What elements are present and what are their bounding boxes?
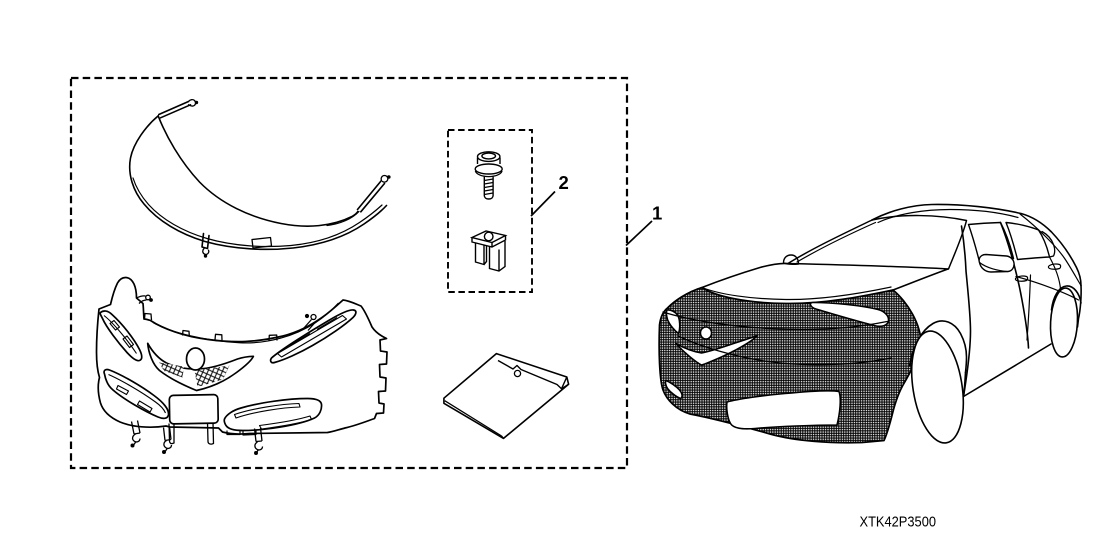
svg-text:1: 1 [652, 203, 662, 224]
svg-text:2: 2 [559, 172, 569, 193]
svg-text:XTK42P3500: XTK42P3500 [860, 515, 937, 531]
